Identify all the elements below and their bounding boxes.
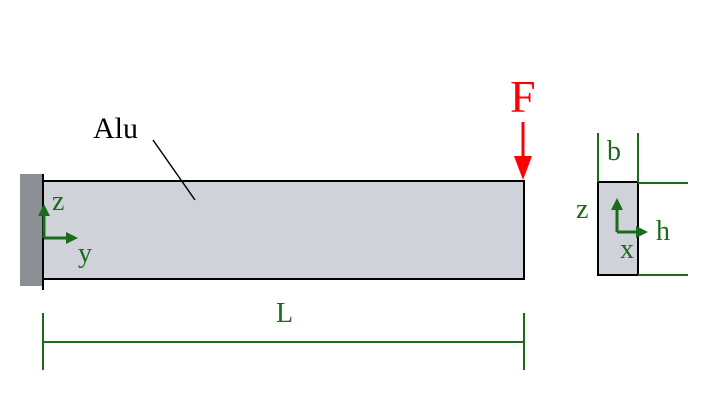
beam-z-axis-arrowhead xyxy=(38,204,50,216)
section-x-axis-label: x xyxy=(620,234,634,265)
force-arrow-head xyxy=(514,156,532,180)
wall-support xyxy=(20,174,43,286)
material-leader-line xyxy=(152,139,196,201)
section-x-axis-arrowhead xyxy=(636,226,648,238)
length-label: L xyxy=(276,298,293,329)
height-label: h xyxy=(656,216,670,247)
beam-z-axis-label: z xyxy=(52,186,64,217)
beam xyxy=(42,180,525,280)
section-z-axis-label: z xyxy=(576,194,588,225)
section-z-axis-arrowhead xyxy=(611,198,623,210)
beam-y-axis-label: y xyxy=(78,238,92,269)
beam-y-axis-arrowhead xyxy=(66,232,78,244)
width-label: b xyxy=(607,136,621,167)
material-label: Alu xyxy=(93,112,138,145)
force-label: F xyxy=(510,71,536,122)
